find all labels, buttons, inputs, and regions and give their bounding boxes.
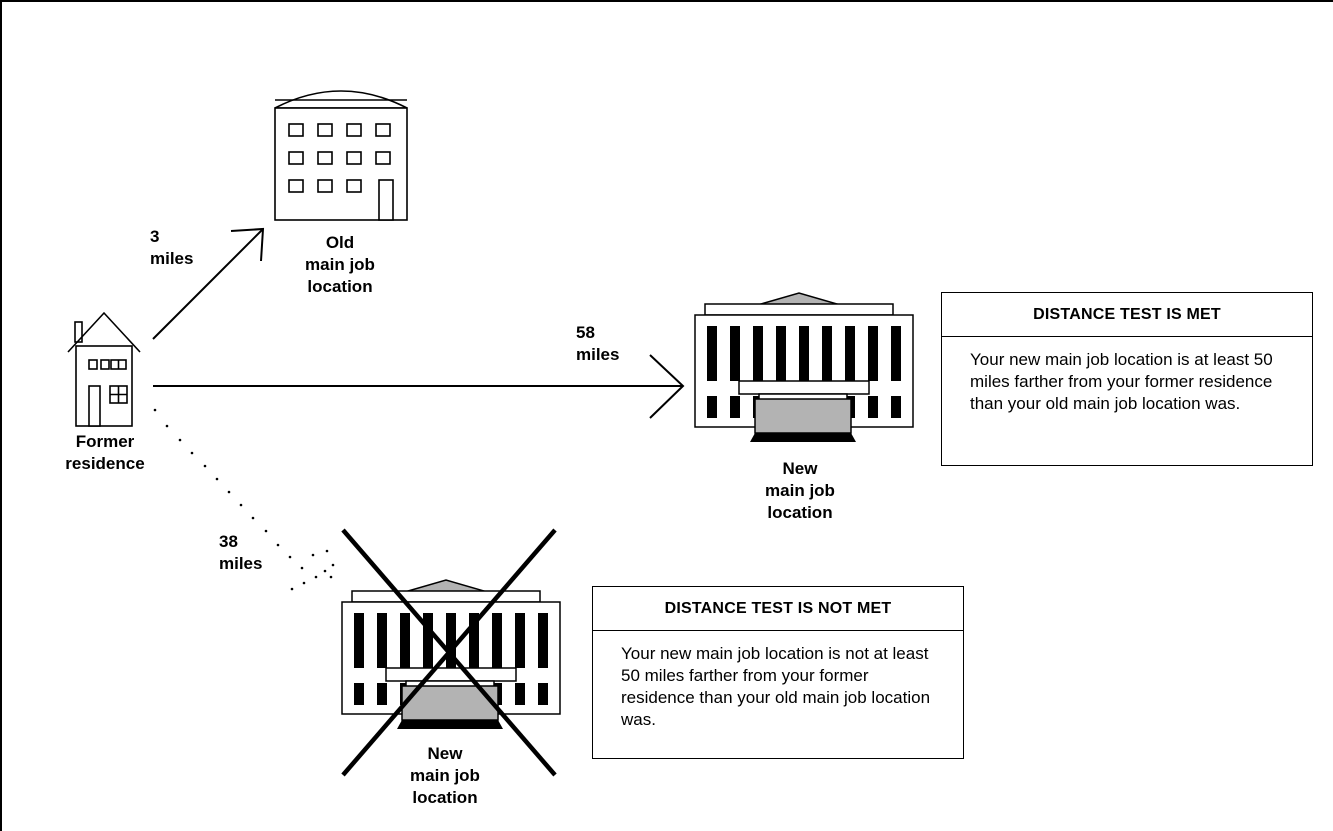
office-building-icon — [274, 90, 408, 221]
distance-test-not-met-heading: DISTANCE TEST IS NOT MET — [593, 587, 963, 631]
former-residence-label: Former residence — [65, 432, 145, 473]
distance-test-not-met-text: Your new main job location is not at lea… — [621, 644, 931, 729]
new-job-location-label-met: New main job location — [765, 459, 835, 522]
distance-label-met: 58 miles — [576, 323, 620, 364]
distance-test-not-met-box: DISTANCE TEST IS NOT MET Your new main j… — [592, 586, 964, 759]
arrow-icon — [152, 227, 265, 340]
cross-out-icon — [341, 528, 557, 777]
new-job-location-label-not-met: New main job location — [410, 744, 480, 807]
distance-test-met-box: DISTANCE TEST IS MET Your new main job l… — [941, 292, 1313, 466]
columned-building-icon — [694, 292, 914, 442]
old-job-location-label: Old main job location — [305, 233, 375, 296]
distance-label-old: 3 miles — [150, 227, 194, 268]
dotted-line-icon — [153, 408, 335, 591]
distance-test-met-text: Your new main job location is at least 5… — [970, 350, 1273, 413]
house-icon — [67, 311, 141, 427]
distance-test-met-heading: DISTANCE TEST IS MET — [942, 293, 1312, 337]
distance-label-not-met: 38 miles — [219, 532, 263, 573]
arrow-icon — [153, 354, 685, 419]
